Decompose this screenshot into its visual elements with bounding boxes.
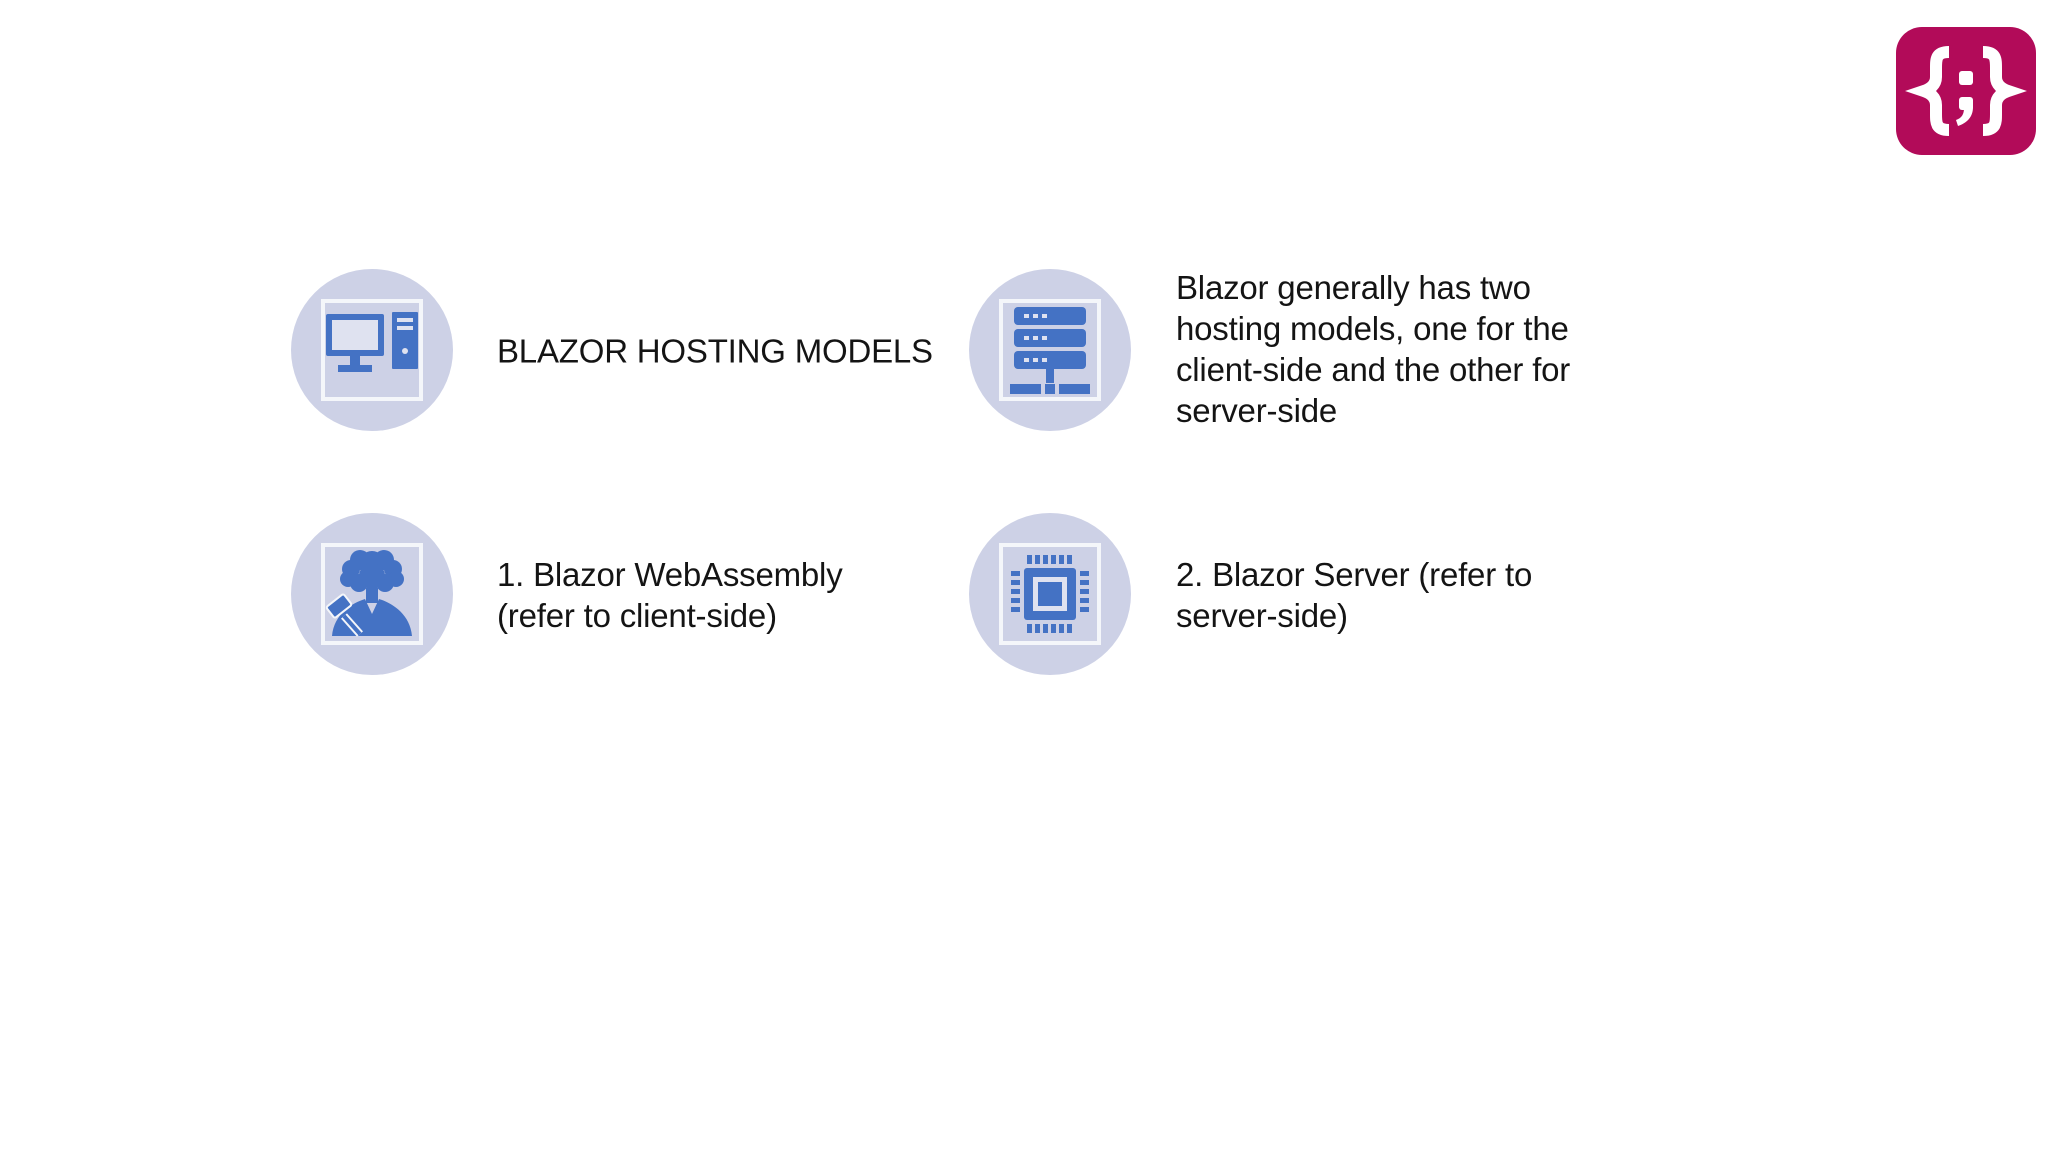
icon-circle-description xyxy=(969,269,1131,431)
blazor-server-label: 2. Blazor Server (refer to server-side) xyxy=(1176,556,1533,634)
icon-frame xyxy=(321,299,423,401)
code-brackets-logo xyxy=(1896,27,2036,155)
cpu-chip-icon xyxy=(1011,555,1089,633)
webassembly-label: 1. Blazor WebAssembly (refer to client-s… xyxy=(497,556,843,634)
icon-circle-webassembly xyxy=(291,513,453,675)
curly-braces-semicolon-icon xyxy=(1905,46,2027,136)
icon-circle-hosting-models xyxy=(291,269,453,431)
icon-frame xyxy=(999,299,1101,401)
icon-circle-server xyxy=(969,513,1131,675)
person-with-gavel-icon xyxy=(325,550,412,637)
hosting-models-description: Blazor generally has two hosting models,… xyxy=(1176,269,1571,429)
icon-frame xyxy=(321,543,423,645)
desktop-computer-icon xyxy=(326,312,418,372)
server-rack-icon xyxy=(1010,307,1090,394)
icon-frame xyxy=(999,543,1101,645)
slide-title: BLAZOR HOSTING MODELS xyxy=(497,332,933,370)
